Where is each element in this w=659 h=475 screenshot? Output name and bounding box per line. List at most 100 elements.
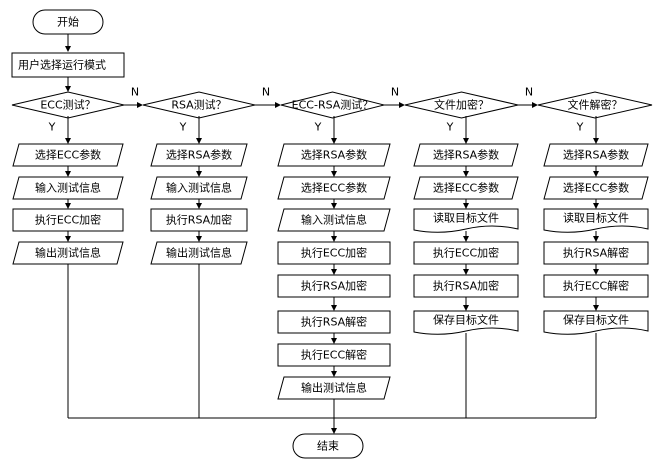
step-arrowhead xyxy=(593,305,599,311)
mode-arrowhead xyxy=(65,86,71,92)
branch-1-step-2-label: 输入测试信息 xyxy=(35,181,101,195)
branch-4-step-5-label: 执行RSA加密 xyxy=(433,279,499,293)
step-arrowhead xyxy=(331,236,337,242)
decision-3: ECC-RSA测试？ xyxy=(280,91,385,119)
branch-3-step-1-label: 选择RSA参数 xyxy=(301,148,367,162)
branch-3-step-2: 选择ECC参数 xyxy=(277,176,391,200)
branch-1-step-2-parallelogram xyxy=(12,176,124,200)
yes-arrowhead-3 xyxy=(331,138,337,144)
branch-5-step-6: 保存目标文件 xyxy=(543,310,649,335)
decision-5-diamond xyxy=(537,91,653,119)
branch-5-step-1: 选择RSA参数 xyxy=(543,143,649,167)
branch-1-step-4: 输出测试信息 xyxy=(12,241,124,265)
branch-5-step-6-document-shape xyxy=(543,310,649,335)
decision-4: 文件加密？ xyxy=(404,91,519,119)
branch-1-step-1: 选择ECC参数 xyxy=(12,143,124,167)
step-arrowhead xyxy=(463,203,469,209)
step-arrowhead xyxy=(463,236,469,242)
branch-2-step-1: 选择RSA参数 xyxy=(150,143,248,167)
step-arrowhead xyxy=(331,338,337,344)
step-arrowhead xyxy=(196,236,202,242)
branch-4-step-4-label: 执行ECC加密 xyxy=(433,246,499,260)
decision-1: ECC测试？ xyxy=(11,91,125,119)
step-arrowhead xyxy=(331,171,337,177)
branch-4-step-6-document-shape xyxy=(413,310,519,335)
step-arrowhead xyxy=(331,203,337,209)
step-arrowhead xyxy=(463,305,469,311)
branch-4-step-4: 执行ECC加密 xyxy=(413,241,519,265)
step-arrowhead xyxy=(331,371,337,377)
decision-2: RSA测试？ xyxy=(142,91,256,119)
branch-4-step-2: 选择ECC参数 xyxy=(413,176,519,200)
no-label-1: N xyxy=(131,86,139,99)
mode-select-label: 用户选择运行模式 xyxy=(18,58,106,72)
step-arrowhead xyxy=(331,269,337,275)
branch-2-step-1-label: 选择RSA参数 xyxy=(166,148,232,162)
step-arrowhead xyxy=(593,203,599,209)
decision-4-label: 文件加密？ xyxy=(434,98,489,112)
branch-3-step-3: 输入测试信息 xyxy=(277,208,391,232)
no-label-4: N xyxy=(525,86,533,99)
branch-2-step-4-parallelogram xyxy=(150,241,248,265)
branch-1-step-2: 输入测试信息 xyxy=(12,176,124,200)
step-arrowhead xyxy=(463,269,469,275)
branch-1-step-1-parallelogram xyxy=(12,143,124,167)
start-terminator: 开始 xyxy=(32,9,104,35)
branch-5-step-2: 选择ECC参数 xyxy=(543,176,649,200)
branch-5-step-2-parallelogram xyxy=(543,176,649,200)
yes-arrowhead-4 xyxy=(463,138,469,144)
branch-2-step-4-label: 输出测试信息 xyxy=(166,246,232,260)
branch-5-step-5-label: 执行ECC解密 xyxy=(563,279,629,293)
step-arrowhead xyxy=(196,203,202,209)
end-terminator-shape xyxy=(292,433,364,459)
step-arrowhead xyxy=(463,171,469,177)
branch-3-step-4: 执行ECC加密 xyxy=(277,241,391,265)
branch-3-step-8-label: 输出测试信息 xyxy=(301,381,367,395)
branch-3-step-8-parallelogram xyxy=(277,376,391,400)
branch-5-step-6-label: 保存目标文件 xyxy=(563,313,629,327)
end-arrowhead xyxy=(331,428,337,434)
yes-label-4: Y xyxy=(446,121,454,134)
end-terminator: 结束 xyxy=(292,433,364,459)
start-terminator-label: 开始 xyxy=(57,15,79,29)
branch-3-step-1: 选择RSA参数 xyxy=(277,143,391,167)
branch-3-step-2-label: 选择ECC参数 xyxy=(301,181,367,195)
step-arrowhead xyxy=(65,236,71,242)
yes-label-1: Y xyxy=(48,121,56,134)
branch-3-step-7: 执行ECC解密 xyxy=(277,343,391,367)
step-arrowhead xyxy=(65,171,71,177)
branch-4-step-2-parallelogram xyxy=(413,176,519,200)
yes-arrowhead-2 xyxy=(196,138,202,144)
step-arrowhead xyxy=(593,171,599,177)
step-arrowhead xyxy=(65,203,71,209)
mode-select-rect xyxy=(11,52,125,78)
branch-4-step-3-document-shape xyxy=(413,208,519,233)
branch-3-step-4-label: 执行ECC加密 xyxy=(301,246,367,260)
branch-5-step-1-label: 选择RSA参数 xyxy=(563,148,629,162)
branch-4-step-6-label: 保存目标文件 xyxy=(433,313,499,327)
no-label-3: N xyxy=(391,86,399,99)
decision-3-label: ECC-RSA测试？ xyxy=(292,99,374,112)
yes-arrowhead-5 xyxy=(593,138,599,144)
branch-3-step-6: 执行RSA解密 xyxy=(277,310,391,334)
step-arrowhead xyxy=(593,269,599,275)
branch-4-step-1-parallelogram xyxy=(413,143,519,167)
branch-5-step-2-label: 选择ECC参数 xyxy=(563,181,629,195)
decision-5: 文件解密？ xyxy=(537,91,653,119)
yes-arrowhead-1 xyxy=(65,138,71,144)
no-arrowhead-4 xyxy=(532,102,538,108)
no-arrowhead-3 xyxy=(399,102,405,108)
branch-5-step-1-parallelogram xyxy=(543,143,649,167)
branch-1-step-3: 执行ECC加密 xyxy=(12,208,124,232)
yes-label-2: Y xyxy=(179,121,187,134)
branch-5-step-3-label: 读取目标文件 xyxy=(563,211,629,225)
branch-4-step-6: 保存目标文件 xyxy=(413,310,519,335)
step-arrowhead xyxy=(331,305,337,311)
decision-5-label: 文件解密？ xyxy=(568,98,623,112)
branch-3-step-7-label: 执行ECC解密 xyxy=(301,348,367,362)
no-arrowhead-2 xyxy=(275,102,281,108)
yes-label-5: Y xyxy=(576,121,584,134)
branch-3-step-5: 执行RSA加密 xyxy=(277,274,391,298)
branch-3-step-6-label: 执行RSA解密 xyxy=(301,315,367,329)
